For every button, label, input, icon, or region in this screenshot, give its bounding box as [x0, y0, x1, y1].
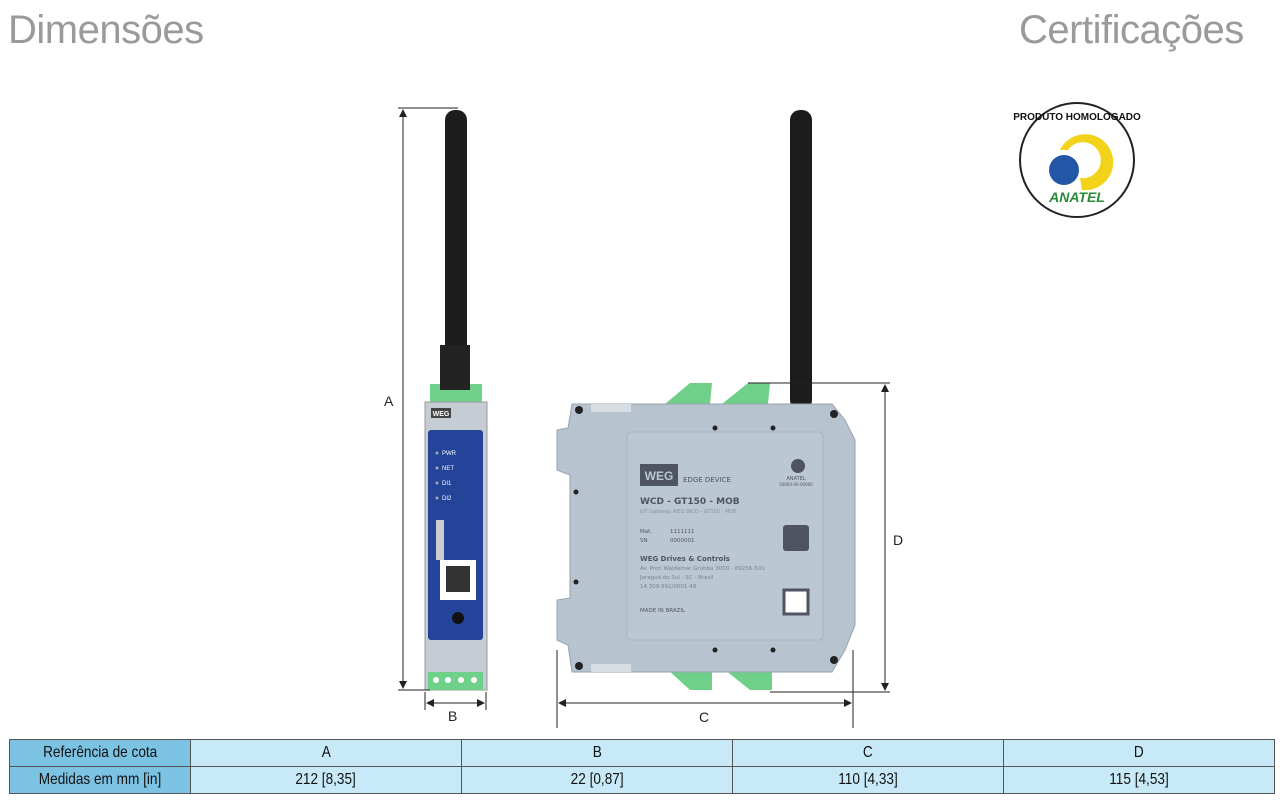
- svg-text:Mat.: Mat.: [640, 529, 652, 535]
- qr-code: [782, 588, 810, 616]
- svg-text:14.309.992/0001-48: 14.309.992/0001-48: [640, 584, 697, 590]
- antenna: [445, 110, 467, 390]
- svg-text:WEG: WEG: [645, 469, 674, 483]
- certifications-heading: Certificações: [1019, 8, 1244, 52]
- svg-text:WCD - GT150 - MOB: WCD - GT150 - MOB: [640, 497, 740, 507]
- svg-text:Jaraguá do Sul - SC - Brasil: Jaraguá do Sul - SC - Brasil: [639, 574, 714, 581]
- front-view-device: WEG EDGE DEVICE WCD - GT150 - MOB IoT Ga…: [556, 110, 856, 690]
- dimension-label-c: C: [699, 709, 709, 725]
- svg-text:IoT Gateway WEG WCD - GT150 -: IoT Gateway WEG WCD - GT150 - MOB: [640, 509, 737, 515]
- dimension-drawing: PRODUTO HOMOLOGADO ANATEL WEG PWR NET DI…: [384, 102, 1141, 728]
- column-a: A: [190, 739, 462, 767]
- value-d: 115 [4,53]: [1003, 766, 1275, 794]
- row-header-reference: Referência de cota: [9, 739, 191, 767]
- row-header-measures: Medidas em mm [in]: [9, 766, 191, 794]
- value-b: 22 [0,87]: [461, 766, 733, 794]
- dimensions-heading: Dimensões: [8, 8, 204, 52]
- value-a: 212 [8,35]: [190, 766, 462, 794]
- anatel-brand-text: ANATEL: [1048, 189, 1105, 205]
- svg-text:NET: NET: [442, 466, 454, 472]
- column-b: B: [461, 739, 733, 767]
- dimension-label-b: B: [448, 708, 457, 724]
- column-d: D: [1003, 739, 1275, 767]
- svg-text:PWR: PWR: [442, 451, 457, 457]
- svg-text:WEG Drives & Controls: WEG Drives & Controls: [640, 555, 730, 563]
- dimensions-table: Referência de cota A B C D Medidas em mm…: [9, 739, 1275, 794]
- svg-text:SN: SN: [640, 538, 648, 544]
- svg-text:EDGE DEVICE: EDGE DEVICE: [683, 476, 731, 484]
- table-row-header: Referência de cota A B C D: [9, 739, 1275, 767]
- svg-text:Av. Prof. Waldemar Grubba 3000: Av. Prof. Waldemar Grubba 3000 - 89256-5…: [640, 566, 765, 572]
- svg-text:ANATEL: ANATEL: [786, 476, 805, 482]
- column-c: C: [732, 739, 1004, 767]
- dimension-label-a: A: [384, 393, 394, 409]
- anatel-certification-logo: PRODUTO HOMOLOGADO ANATEL: [1013, 102, 1141, 218]
- iot-chip-icon: [783, 525, 809, 551]
- svg-text:00000-00-00000: 00000-00-00000: [779, 482, 813, 487]
- svg-text:1111111: 1111111: [670, 529, 695, 535]
- table-row-values: Medidas em mm [in] 212 [8,35] 22 [0,87] …: [9, 766, 1275, 794]
- dimension-label-d: D: [893, 532, 903, 548]
- svg-text:MADE IN BRAZIL: MADE IN BRAZIL: [640, 608, 686, 614]
- side-view-device: WEG PWR NET DI1 DI2: [424, 110, 488, 691]
- value-c: 110 [4,33]: [732, 766, 1004, 794]
- svg-text:DI2: DI2: [442, 496, 452, 502]
- antenna: [790, 110, 812, 410]
- svg-text:DI1: DI1: [442, 481, 452, 487]
- anatel-top-text: PRODUTO HOMOLOGADO: [1013, 112, 1141, 123]
- svg-text:0000001: 0000001: [670, 538, 695, 544]
- svg-text:WEG: WEG: [433, 411, 450, 418]
